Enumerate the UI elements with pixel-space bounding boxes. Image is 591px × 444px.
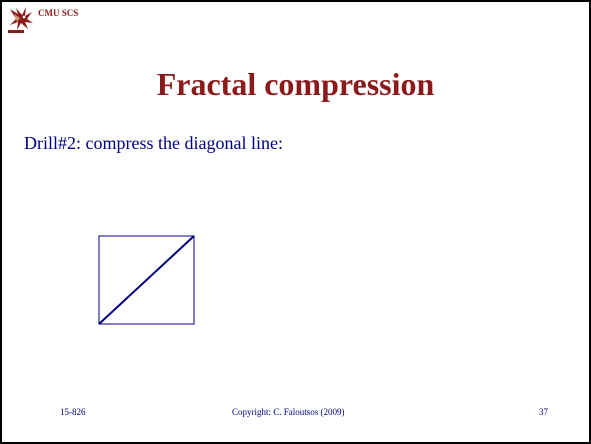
griffin-logo-icon (8, 5, 34, 31)
diagonal-line-figure (98, 235, 196, 327)
footer-copyright: Copyright: C. Faloutsos (2009) (232, 407, 345, 417)
org-label: CMU SCS (38, 8, 79, 18)
figure-diagonal-line (98, 235, 195, 325)
footer-page-number: 37 (539, 407, 548, 417)
figure-square (98, 235, 195, 325)
slide-body-text: Drill#2: compress the diagonal line: (24, 133, 283, 153)
header-rule (8, 30, 24, 33)
footer-course: 15-826 (60, 407, 86, 417)
slide-title: Fractal compression (156, 66, 435, 102)
